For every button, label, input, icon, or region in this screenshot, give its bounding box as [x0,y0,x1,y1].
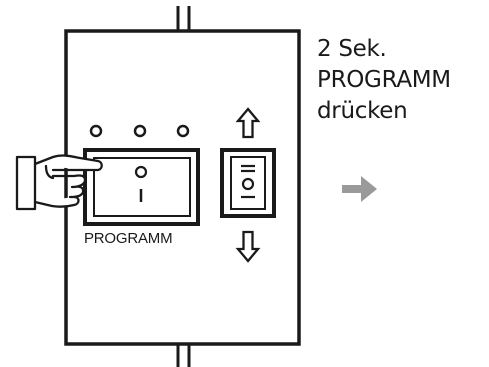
pointing-hand-icon [15,154,103,211]
instruction-text: 2 Sek. PROGRAMM drücken [317,34,487,127]
instruction-line-1: 2 Sek. [317,36,387,62]
indicator-dots [89,124,190,138]
program-button-off-symbol [134,165,148,179]
indicator-led-1 [89,124,103,138]
up-down-switch[interactable] [220,148,276,218]
arrow-down-outline-icon [235,230,261,263]
bottom-cable [176,344,191,367]
instruction-line-3: drücken [317,98,408,124]
top-cable [176,6,191,31]
indicator-led-3 [176,124,190,138]
program-button[interactable] [83,148,200,226]
arrow-right-icon [342,176,377,202]
arrow-up-outline-icon [235,107,261,139]
indicator-led-2 [133,124,147,138]
instruction-line-2: PROGRAMM [317,67,451,93]
program-button-label: PROGRAMM [84,230,173,247]
